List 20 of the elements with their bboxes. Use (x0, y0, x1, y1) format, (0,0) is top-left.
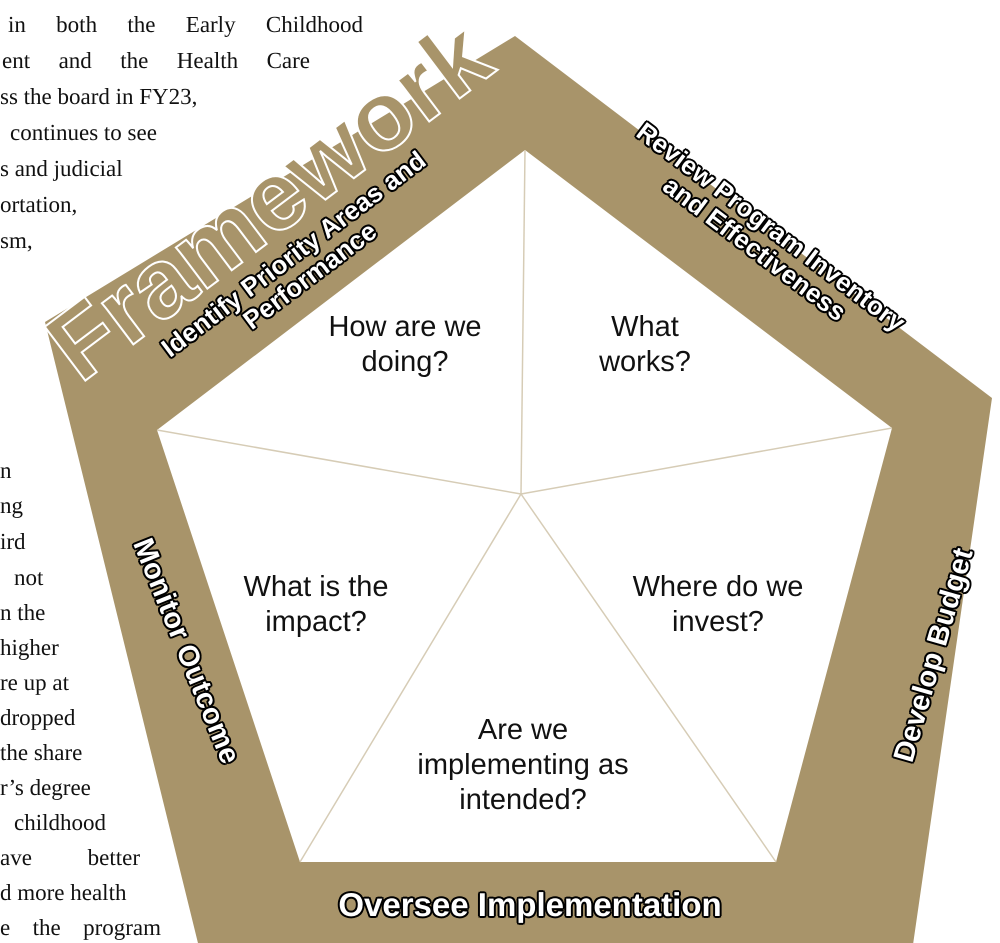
paragraph-text-line: higher (0, 636, 59, 659)
question-text: What is the impact? (221, 570, 411, 640)
paragraph-text-line: d more health (0, 881, 128, 904)
question-text: Where do we invest? (613, 570, 823, 640)
paragraph-text-line: ird (0, 530, 26, 553)
paragraph-text-line: re up at (0, 671, 69, 694)
paragraph-text-line: e the program (0, 916, 161, 939)
paragraph-text-line: dropped (0, 706, 76, 729)
paragraph-text-line: childhood (14, 811, 106, 834)
paragraph-text-line: n (0, 459, 12, 482)
question-text: What works? (590, 310, 700, 380)
paragraph-text-line: ave better (0, 846, 140, 869)
paragraph-text-line: ng (0, 494, 23, 517)
paragraph-text-line: not (14, 566, 44, 589)
stage-label: Oversee Implementation (337, 888, 723, 922)
paragraph-text-line: n the (0, 601, 46, 624)
question-text: Are we implementing as intended? (393, 713, 653, 818)
paragraph-text-line: r’s degree (0, 776, 91, 799)
paragraph-text-line: sm, (0, 229, 34, 252)
paragraph-text-line: the share (0, 741, 82, 764)
